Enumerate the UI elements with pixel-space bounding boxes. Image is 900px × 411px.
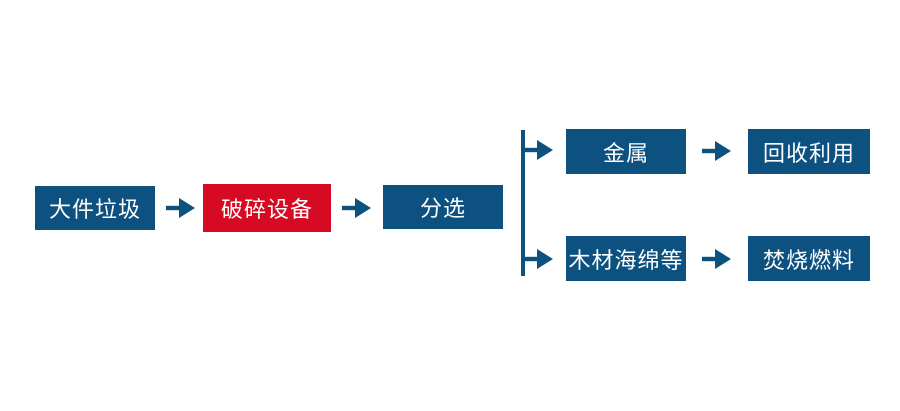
node-incineration-fuel: 焚烧燃料 [748, 236, 870, 281]
node-metal: 金属 [566, 129, 686, 174]
flow-arrow-icon-2 [342, 197, 372, 219]
node-wood-sponge: 木材海绵等 [566, 236, 686, 281]
flow-arrow-icon-4 [702, 248, 732, 270]
flow-arrow-icon-3 [702, 140, 732, 162]
node-recycling: 回收利用 [748, 129, 870, 174]
branch-arrow-icon-bottom [524, 248, 554, 270]
node-crushing-equipment: 破碎设备 [203, 184, 331, 232]
branch-arrow-icon-top [524, 139, 554, 161]
node-bulky-waste: 大件垃圾 [35, 186, 155, 230]
node-sorting: 分选 [383, 185, 503, 229]
branch-connector-line [521, 130, 525, 276]
flow-arrow-icon-1 [166, 197, 196, 219]
